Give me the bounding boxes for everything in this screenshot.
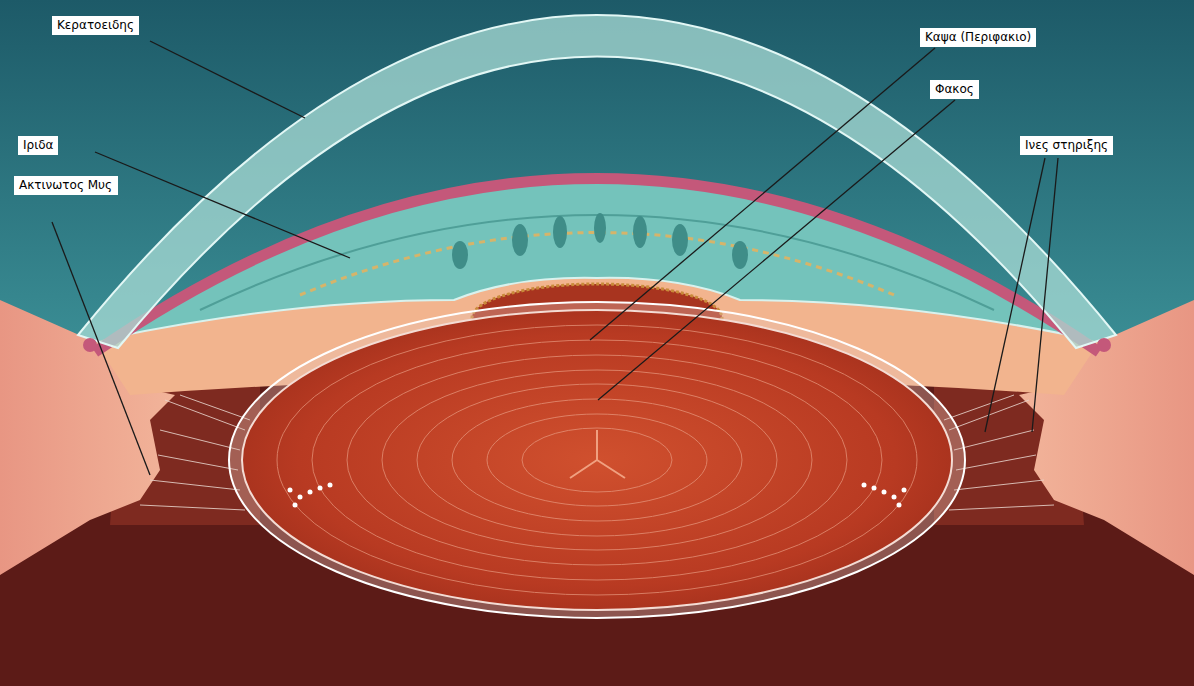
ciliary-muscle-label: Ακτινωτος Μυς xyxy=(14,176,118,195)
iris-label: Ιριδα xyxy=(18,136,58,155)
lens-label: Φακος xyxy=(930,80,979,99)
capsule-label: Καψα (Περιφακιο) xyxy=(920,28,1036,47)
zonule-fibres-label: Ινες στηριξης xyxy=(1020,136,1113,155)
cornea-label: Κερατοειδης xyxy=(52,16,139,35)
